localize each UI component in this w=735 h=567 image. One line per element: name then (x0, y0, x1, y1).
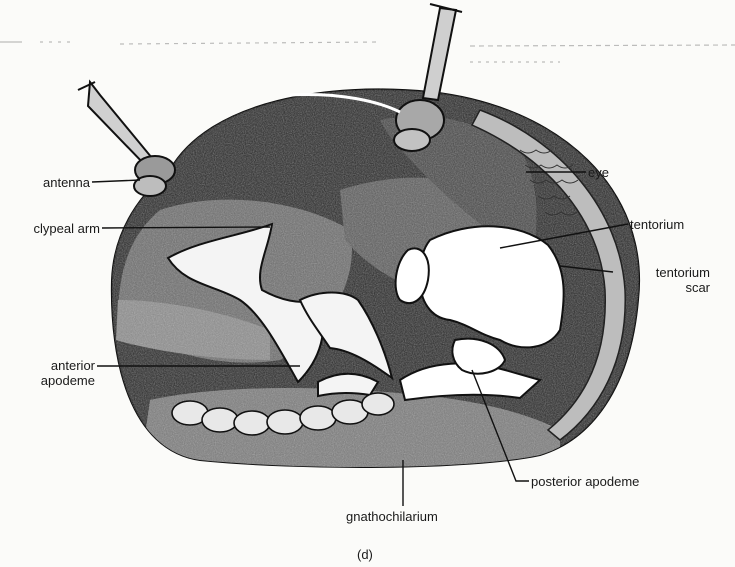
label-antenna: antenna (0, 175, 90, 190)
leader-antenna (92, 180, 140, 182)
label-anterior-apodeme-line1: anterior (0, 358, 95, 373)
label-tentorium: tentorium (630, 217, 684, 232)
label-tentorium-scar-line2: scar (615, 280, 710, 295)
label-gnathochilarium: gnathochilarium (346, 509, 438, 524)
label-eye: eye (588, 165, 609, 180)
label-anterior-apodeme: anterior apodeme (0, 358, 95, 388)
scan-noise (0, 42, 735, 62)
left-antenna (78, 82, 175, 196)
label-tentorium-scar-line1: tentorium (615, 265, 710, 280)
label-posterior-apodeme: posterior apodeme (531, 474, 639, 489)
leader-clypeal-arm (102, 227, 270, 228)
figure-panel-label: (d) (357, 547, 373, 562)
label-anterior-apodeme-line2: apodeme (0, 373, 95, 388)
label-clypeal-arm: clypeal arm (0, 221, 100, 236)
label-tentorium-scar: tentorium scar (615, 265, 710, 295)
